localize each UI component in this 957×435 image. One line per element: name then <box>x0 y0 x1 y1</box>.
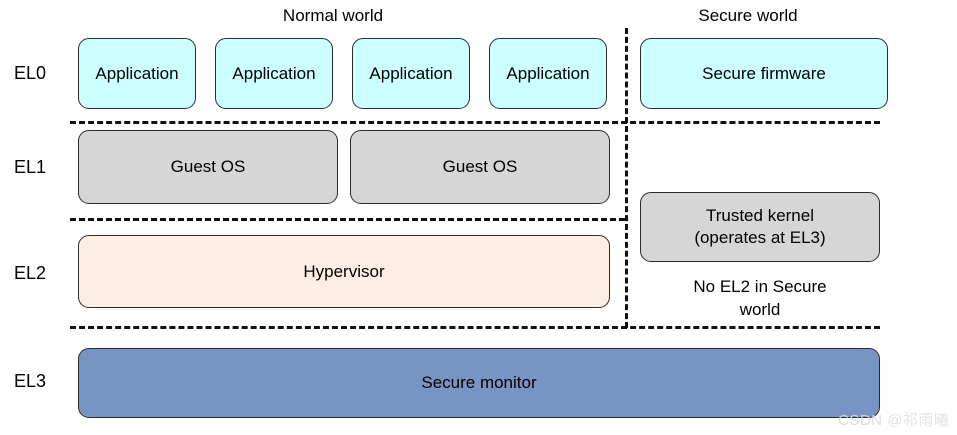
divider-el0-el1 <box>70 121 880 124</box>
application-box-4[interactable]: Application <box>489 38 607 109</box>
trusted-kernel-box[interactable]: Trusted kernel (operates at EL3) <box>640 192 880 262</box>
guest-os-box-2-label: Guest OS <box>442 157 518 176</box>
divider-normal-secure-world <box>625 28 628 328</box>
secure-firmware-box-label: Secure firmware <box>702 63 826 83</box>
el-label-el0: EL0 <box>14 63 47 83</box>
secure-monitor-box-label: Secure monitor <box>421 373 537 392</box>
application-box-1[interactable]: Application <box>78 38 196 109</box>
application-box-2[interactable]: Application <box>215 38 333 109</box>
secure-monitor-box[interactable]: Secure monitor <box>78 348 880 418</box>
watermark-brand: CSDN <box>838 412 883 429</box>
divider-el1-el2 <box>70 218 625 221</box>
el-label-el3: EL3 <box>14 371 47 391</box>
el-label-el2: EL2 <box>14 263 47 283</box>
guest-os-box-1-label: Guest OS <box>170 157 246 176</box>
secure-firmware-box[interactable]: Secure firmware <box>640 38 888 109</box>
application-box-3[interactable]: Application <box>352 38 470 109</box>
normal-world-title: Normal world <box>282 6 384 25</box>
trusted-kernel-box-label: Trusted kernel (operates at EL3) <box>694 206 826 247</box>
application-box-3-label: Application <box>369 63 453 83</box>
secure-world-title: Secure world <box>698 6 798 25</box>
divider-el2-el3 <box>70 326 880 329</box>
no-el2-note: No EL2 in Secure world <box>693 277 827 319</box>
application-box-1-label: Application <box>95 63 179 83</box>
watermark-user: @祁雨曦 <box>887 412 950 429</box>
guest-os-box-1[interactable]: Guest OS <box>78 130 338 204</box>
guest-os-box-2[interactable]: Guest OS <box>350 130 610 204</box>
hypervisor-box[interactable]: Hypervisor <box>78 235 610 308</box>
watermark: CSDN @祁雨曦 <box>838 409 949 430</box>
hypervisor-box-label: Hypervisor <box>303 261 385 281</box>
el-label-el1: EL1 <box>14 157 47 177</box>
application-box-2-label: Application <box>232 63 316 83</box>
application-box-4-label: Application <box>506 63 590 83</box>
